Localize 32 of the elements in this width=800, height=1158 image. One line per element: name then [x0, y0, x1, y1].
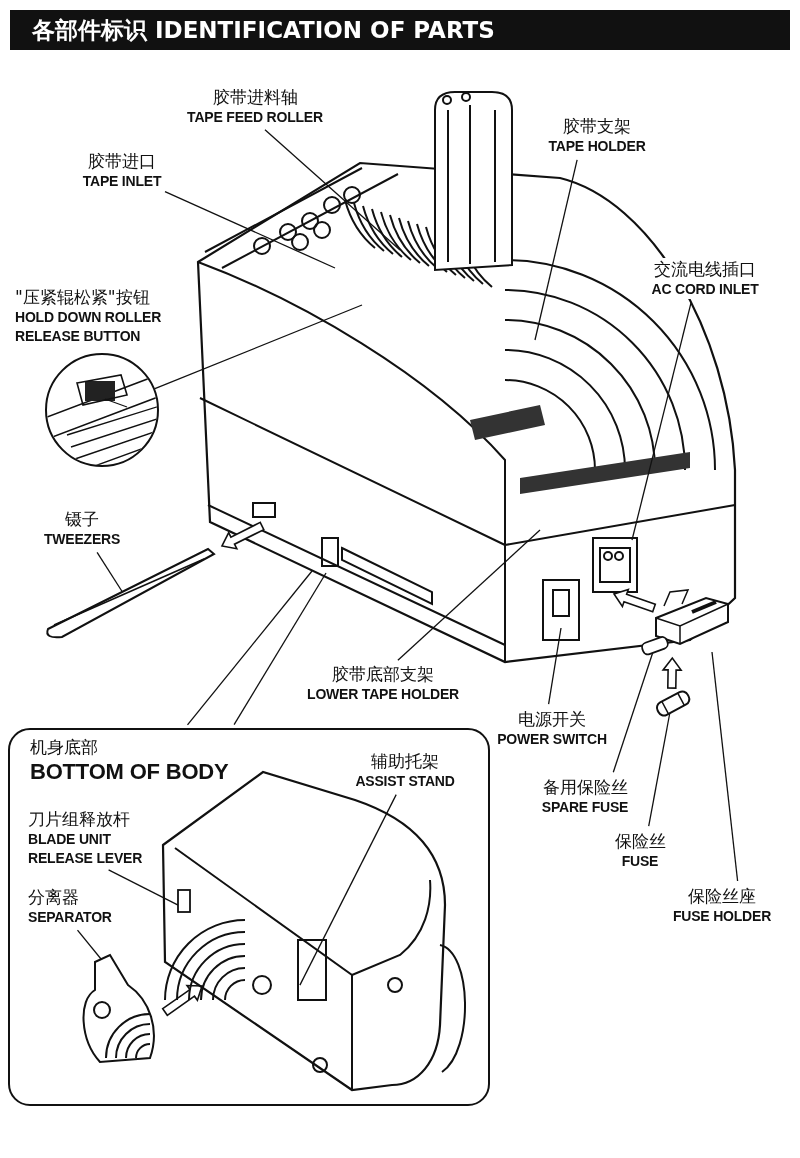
- leader-line: [547, 627, 562, 705]
- part-label: 备用保险丝: [542, 776, 628, 798]
- arrow: [661, 656, 683, 689]
- title-bar: 各部件标识 IDENTIFICATION OF PARTS: [10, 10, 790, 50]
- part-label: 辅助托架: [371, 750, 439, 772]
- inset-panel: [8, 728, 490, 1106]
- leader-line: [233, 572, 327, 726]
- part-label: 胶带进料轴: [212, 86, 298, 108]
- part-label: 交流电线插口: [654, 258, 756, 280]
- part-label: 胶带进口: [88, 150, 156, 172]
- part-label: 胶带底部支架: [332, 663, 434, 685]
- leader-line: [107, 869, 179, 906]
- inset-heading: BOTTOM OF BODY: [30, 758, 229, 786]
- inset-heading: 机身底部: [30, 736, 99, 758]
- leader-line: [631, 302, 692, 541]
- part-label: AC CORD INLET: [651, 280, 759, 299]
- leader-line: [186, 570, 313, 726]
- leader-line: [534, 159, 578, 341]
- leader-line: [648, 711, 671, 827]
- leader-line: [164, 190, 336, 269]
- part-label: "压紧辊松紧"按钮: [15, 286, 151, 308]
- leader-line: [299, 793, 397, 986]
- leader-line: [264, 129, 401, 251]
- part-label: HOLD DOWN ROLLER RELEASE BUTTON: [15, 308, 163, 346]
- part-label: 保险丝座: [688, 885, 756, 907]
- part-label: 电源开关: [518, 708, 586, 730]
- part-label: 保险丝: [614, 830, 666, 852]
- leader-line: [711, 651, 739, 882]
- part-label: 镊子: [65, 508, 99, 530]
- leader-line: [154, 304, 363, 390]
- leader-line: [397, 529, 541, 661]
- part-label: 胶带支架: [563, 115, 631, 137]
